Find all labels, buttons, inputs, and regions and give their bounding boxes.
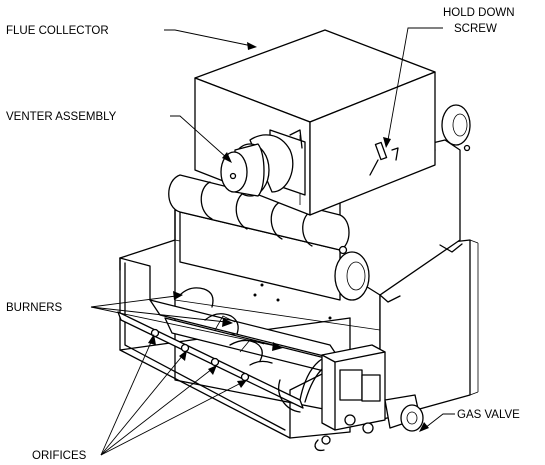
callout-leaders bbox=[90, 27, 455, 456]
hold-down-screw bbox=[369, 141, 399, 176]
venter-assembly bbox=[220, 129, 306, 197]
label-venter-assembly: VENTER ASSEMBLY bbox=[6, 111, 117, 123]
label-hold-down: HOLD DOWN bbox=[443, 7, 515, 19]
label-screw: SCREW bbox=[454, 23, 497, 35]
gas-valve bbox=[278, 344, 424, 452]
label-flue-collector: FLUE COLLECTOR bbox=[6, 25, 109, 37]
label-orifices: ORIFICES bbox=[32, 450, 87, 462]
label-burners: BURNERS bbox=[6, 302, 63, 314]
label-gas-valve: GAS VALVE bbox=[457, 409, 520, 421]
